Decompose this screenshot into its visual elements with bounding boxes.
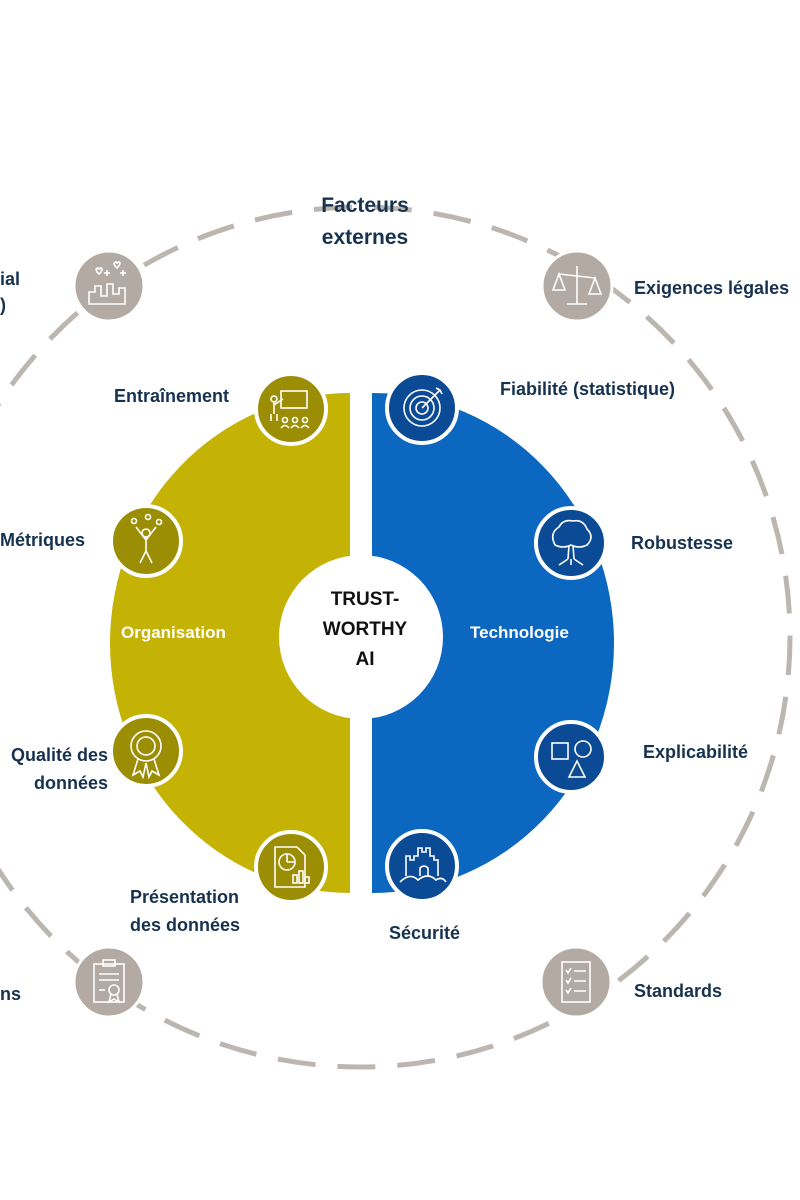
target-icon xyxy=(385,371,459,445)
label-partial-bottom: ns xyxy=(0,984,22,1004)
organisation-label: Organisation xyxy=(121,623,226,642)
label-explicabilite: Explicabilité xyxy=(643,742,749,762)
report-chart-icon xyxy=(254,830,328,904)
tree-icon xyxy=(534,506,608,580)
label-entrainement: Entraînement xyxy=(114,386,230,406)
award-badge-icon xyxy=(109,714,183,788)
label-partial-top-line1: ial xyxy=(0,269,21,289)
external-factors-title-line2: externes xyxy=(321,226,409,249)
castle-icon xyxy=(385,829,459,903)
center-title-line3: AI xyxy=(355,649,375,670)
label-partial-top-line2: ) xyxy=(0,295,6,315)
label-partial-top: ial ) xyxy=(0,266,20,318)
shapes-icon xyxy=(534,720,608,794)
external-factors-title-line1: Facteurs xyxy=(321,194,409,217)
center-title-line1: TRUST- xyxy=(330,589,400,610)
label-metriques: Métriques xyxy=(0,530,86,550)
label-qualite-line1: Qualité des xyxy=(10,745,108,765)
label-fiabilite: Fiabilité (statistique) xyxy=(500,379,676,399)
label-securite: Sécurité xyxy=(389,923,461,943)
social-city-icon xyxy=(72,249,146,323)
certificate-clipboard-icon xyxy=(72,945,146,1019)
center-circle xyxy=(279,555,443,719)
label-presentation-donnees: Présentation des données xyxy=(130,883,240,939)
label-standards: Standards xyxy=(634,981,723,1001)
label-qualite-line2: données xyxy=(33,773,108,793)
center-title: TRUST- WORTHY AI xyxy=(285,585,445,675)
label-qualite-donnees: Qualité des données xyxy=(0,741,108,797)
label-presentation-line2: des données xyxy=(130,915,241,935)
external-factors-ring xyxy=(0,204,793,1070)
technologie-label: Technologie xyxy=(470,623,569,642)
label-exigences-legales: Exigences légales xyxy=(634,278,790,298)
label-robustesse: Robustesse xyxy=(631,533,734,553)
scales-icon xyxy=(540,249,614,323)
label-presentation-line1: Présentation xyxy=(130,887,240,907)
training-presentation-icon xyxy=(254,372,328,446)
checklist-icon xyxy=(539,945,613,1019)
juggler-icon xyxy=(109,504,183,578)
center-title-line2: WORTHY xyxy=(322,619,408,640)
external-factors-title: Facteurs externes xyxy=(290,190,440,254)
